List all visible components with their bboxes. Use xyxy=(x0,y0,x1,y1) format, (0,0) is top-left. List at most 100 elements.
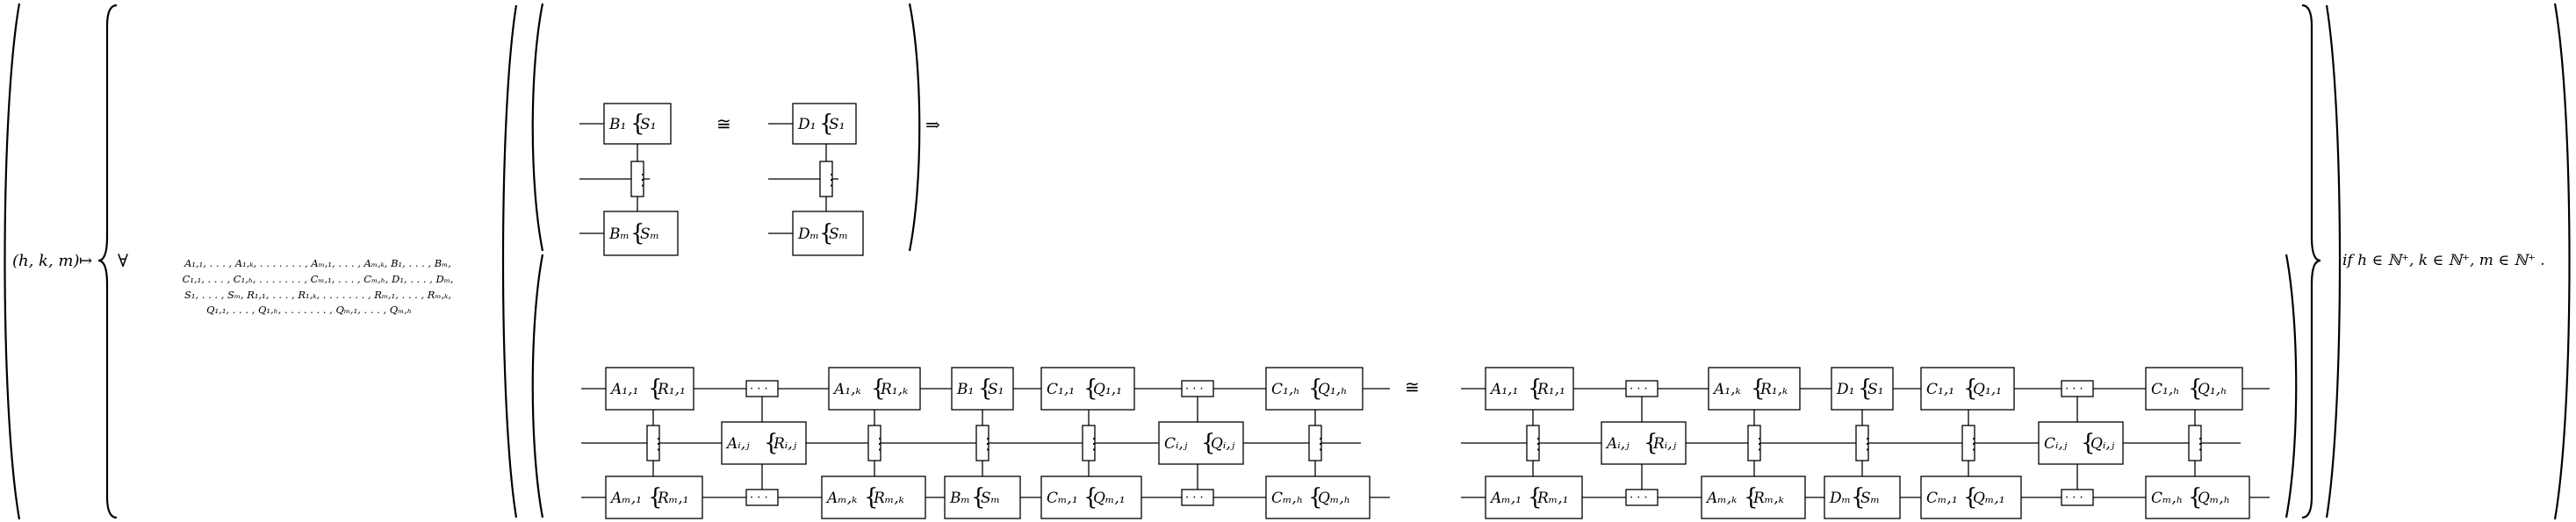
outer-left-paren xyxy=(4,3,21,520)
conclusion-cong-symbol: ≅ xyxy=(1405,376,1420,397)
conclusion-right-vdots-2-dots: ⋮ xyxy=(1752,435,1767,454)
conclusion-right-top-gate-2-brace: { xyxy=(1751,375,1766,402)
conclusion-right-top-gate-1-box xyxy=(1485,367,1574,411)
outer-right-paren xyxy=(2553,3,2571,520)
conclusion-left-cdots-top-1-dots: · · · xyxy=(750,383,768,396)
conclusion-left-top-gate-3-box xyxy=(951,367,1014,411)
implication-left-paren xyxy=(501,4,518,518)
premise-right-vdots-box xyxy=(819,161,833,197)
conclusion-right-cdots-top-2-box xyxy=(2061,380,2094,397)
conclusion-right-bottom-gate-1-label-b: Rₘ,₁ xyxy=(1536,490,1568,507)
conclusion-right-mid-gate-1-box xyxy=(1601,421,1687,465)
premise-left-vdots-box xyxy=(630,161,644,197)
conclusion-right-vdots-5-box xyxy=(2188,425,2202,461)
conclusion-left-top-gate-5-label-b: Q₁,ₕ xyxy=(1318,381,1348,398)
conclusion-right-top-gate-5-brace: { xyxy=(2188,375,2203,402)
conclusion-right-cdots-bottom-2-dots: · · · xyxy=(2065,491,2083,504)
set-right-brace xyxy=(2301,4,2321,519)
conclusion-left-bottom-gate-5-label-a: Cₘ,ₕ xyxy=(1271,490,1303,507)
conclusion-left-top-gate-1-box xyxy=(605,367,694,411)
quantified-vars-line-2: C₁,₁, . . . , C₁,ₕ, . . . . . . . , Cₘ,₁… xyxy=(183,273,454,285)
conclusion-left-vdots-3-box xyxy=(975,425,989,461)
conclusion-left-top-gate-2-label-a: A₁,ₖ xyxy=(832,381,861,398)
conclusion-right-cdots-top-1-box xyxy=(1625,380,1659,397)
conclusion-left-top-gate-1-label-b: R₁,₁ xyxy=(657,381,686,398)
conclusion-left-mid-gate-2-label-b: Qᵢ,ⱼ xyxy=(1211,435,1235,453)
premise-right-paren xyxy=(908,3,921,252)
conclusion-left-cdots-bottom-2-box xyxy=(1181,489,1214,506)
conclusion-right-cdots-bottom-1-dots: · · · xyxy=(1630,491,1648,504)
conclusion-left-bottom-gate-4-brace: { xyxy=(1083,484,1098,511)
conclusion-right-bottom-gate-5-box xyxy=(2145,476,2250,519)
conclusion-left-top-gate-1-brace: { xyxy=(648,375,663,402)
conclusion-right-top-gate-4-box xyxy=(1920,367,2015,411)
conclusion-left-bottom-gate-4-label-b: Qₘ,₁ xyxy=(1093,490,1126,507)
premise-right-top-gate-box xyxy=(792,103,857,145)
conclusion-left-cdots-bottom-1-dots: · · · xyxy=(750,491,768,504)
conclusion-left-cdots-top-2-box xyxy=(1181,380,1214,397)
conclusion-right-bottom-gate-3-label-a: Dₘ xyxy=(1829,490,1851,507)
conclusion-left-top-gate-5-box xyxy=(1265,367,1364,411)
conclusion-right-bottom-gate-4-brace: { xyxy=(1963,484,1978,511)
conclusion-left-cdots-top-1-box xyxy=(745,380,779,397)
conclusion-left-bottom-gate-5-box xyxy=(1265,476,1371,519)
conclusion-left-bottom-gate-5-label-b: Qₘ,ₕ xyxy=(1318,490,1350,507)
conclusion-right-top-gate-3-label-a: D₁ xyxy=(1836,381,1854,398)
conclusion-left-vdots-4-dots: ⋮ xyxy=(1086,435,1102,454)
premise-right-vdots-dots: ⋮ xyxy=(824,171,839,189)
conclusion-left-vdots-5-dots: ⋮ xyxy=(1313,435,1328,454)
implication-right-paren xyxy=(2325,4,2342,518)
conclusion-left-bottom-gate-4-box xyxy=(1040,476,1142,519)
conclusion-right-vdots-3-box xyxy=(1855,425,1869,461)
conclusion-right-top-gate-4-brace: { xyxy=(1963,375,1978,402)
conclusion-right-mid-gate-1-brace: { xyxy=(1644,430,1659,456)
conclusion-right-vdots-1-box xyxy=(1526,425,1540,461)
conclusion-left-bottom-gate-3-label-b: Sₘ xyxy=(981,490,1000,507)
conclusion-right-mid-gate-2-label-a: Cᵢ,ⱼ xyxy=(2044,435,2068,453)
quantified-vars-line-3: S₁, . . . , Sₘ, R₁,₁, . . . , R₁,ₖ, . . … xyxy=(184,289,451,301)
premise-left-bottom-gate-box xyxy=(603,211,679,256)
forall-symbol: ∀ xyxy=(118,250,128,271)
conclusion-right-top-gate-3-brace: { xyxy=(1858,375,1873,402)
conclusion-right-bottom-gate-5-label-a: Cₘ,ₕ xyxy=(2151,490,2183,507)
premise-right-top-gate-label-a: D₁ xyxy=(797,116,816,133)
conclusion-right-bottom-gate-5-brace: { xyxy=(2188,484,2203,511)
conclusion-left-mid-gate-1-brace: { xyxy=(764,430,779,456)
conclusion-right-bottom-gate-4-label-b: Qₘ,₁ xyxy=(1973,490,2005,507)
conclusion-right-top-gate-2-label-b: R₁,ₖ xyxy=(1759,381,1788,398)
conclusion-right-mid-gate-1-label-a: Aᵢ,ⱼ xyxy=(1605,435,1630,453)
premise-left-top-gate-label-b: S₁ xyxy=(640,116,656,133)
conclusion-left-bottom-gate-2-box xyxy=(821,476,926,519)
conclusion-right-bottom-gate-3-brace: { xyxy=(1851,484,1866,511)
conclusion-right-vdots-4-dots: ⋮ xyxy=(1966,435,1982,454)
conclusion-right-vdots-5-dots: ⋮ xyxy=(2192,435,2208,454)
conclusion-left-vdots-1-dots: ⋮ xyxy=(651,435,666,454)
conclusion-right-top-gate-5-label-b: Q₁,ₕ xyxy=(2198,381,2227,398)
implies-symbol: ⇒ xyxy=(925,114,940,135)
conclusion-right-cdots-top-2-dots: · · · xyxy=(2065,383,2083,396)
conclusion-left-bottom-gate-1-label-a: Aₘ,₁ xyxy=(609,490,642,507)
premise-right-bottom-gate-label-b: Sₘ xyxy=(829,225,848,243)
conclusion-left-bottom-gate-3-box xyxy=(944,476,1021,519)
conclusion-right-bottom-gate-5-label-b: Qₘ,ₕ xyxy=(2198,490,2230,507)
conclusion-right-bottom-gate-2-box xyxy=(1701,476,1806,519)
premise-right-top-gate-label-b: S₁ xyxy=(829,116,845,133)
conclusion-left-vdots-3-dots: ⋮ xyxy=(980,435,996,454)
conclusion-right-bottom-gate-4-label-a: Cₘ,₁ xyxy=(1926,490,1958,507)
premise-left-bottom-gate-brace: { xyxy=(630,220,645,247)
conclusion-right-top-gate-2-label-a: A₁,ₖ xyxy=(1712,381,1741,398)
conclusion-left-mid-gate-1-label-b: Rᵢ,ⱼ xyxy=(773,435,797,453)
set-left-brace xyxy=(97,4,118,519)
conclusion-left-mid-gate-2-brace: { xyxy=(1201,430,1216,456)
conclusion-left-top-gate-3-brace: { xyxy=(978,375,993,402)
conclusion-left-bottom-gate-1-label-b: Rₘ,₁ xyxy=(657,490,688,507)
conclusion-left-vdots-1-box xyxy=(646,425,660,461)
conclusion-left-mid-gate-1-box xyxy=(721,421,807,465)
conclusion-left-vdots-2-box xyxy=(867,425,881,461)
conclusion-right-top-gate-5-box xyxy=(2145,367,2243,411)
conclusion-left-top-gate-4-box xyxy=(1040,367,1135,411)
conclusion-right-bottom-gate-1-box xyxy=(1485,476,1583,519)
conclusion-right-top-gate-3-label-b: S₁ xyxy=(1867,381,1883,398)
